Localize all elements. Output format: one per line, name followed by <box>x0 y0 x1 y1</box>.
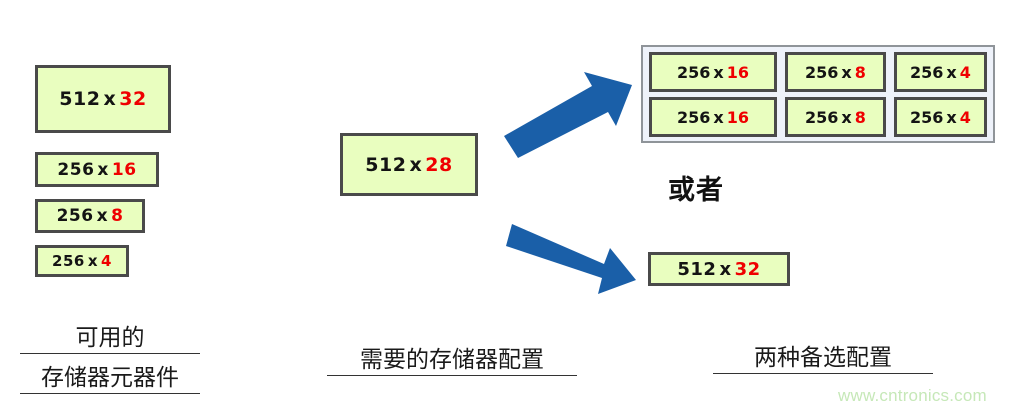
device-depth: 256 <box>804 107 839 127</box>
device-depth: 256 <box>56 206 94 226</box>
device-depth: 256 <box>52 252 85 270</box>
device-separator: x <box>96 206 109 226</box>
device-separator: x <box>87 252 99 270</box>
device-depth: 256 <box>676 107 711 127</box>
or-label: 或者 <box>668 175 724 206</box>
alternative-grid-cell: 256 x 16 <box>649 97 777 137</box>
arrow-to-single-option-icon <box>506 224 636 294</box>
device-depth: 512 <box>677 258 717 280</box>
available-device-block-0: 512 x 32 <box>35 65 171 133</box>
device-separator: x <box>409 153 423 176</box>
caption-line: 需要的存储器配置 <box>327 340 577 376</box>
device-separator: x <box>103 88 117 110</box>
device-depth: 256 <box>804 62 839 82</box>
device-separator: x <box>713 107 724 127</box>
alternative-grid-cell: 256 x 4 <box>893 97 987 137</box>
device-separator: x <box>713 62 724 82</box>
device-depth: 256 <box>909 62 944 82</box>
device-width: 8 <box>111 206 124 226</box>
site-watermark: www.cntronics.com <box>838 386 987 405</box>
device-depth: 512 <box>365 153 407 176</box>
device-width: 32 <box>734 258 761 280</box>
caption-alternative-configs: 两种备选配置 <box>713 338 933 374</box>
device-separator: x <box>946 62 957 82</box>
device-width: 16 <box>726 107 749 127</box>
device-separator: x <box>841 107 852 127</box>
caption-line: 存储器元器件 <box>20 358 200 394</box>
device-width: 28 <box>425 153 453 176</box>
alternative-grid-cell: 256 x 16 <box>649 52 777 92</box>
alternative-grid-cell: 256 x 4 <box>893 52 987 92</box>
device-width: 4 <box>101 252 112 270</box>
alternative-grid-cell: 256 x 8 <box>784 97 886 137</box>
caption-available-devices: 可用的 存储器元器件 <box>20 318 200 394</box>
available-device-block-3: 256 x 4 <box>35 245 129 277</box>
arrow-to-grid-option-icon <box>504 72 632 158</box>
alternative-grid-cell: 256 x 8 <box>784 52 886 92</box>
caption-line: 两种备选配置 <box>713 338 933 374</box>
caption-line: 可用的 <box>20 318 200 354</box>
device-separator: x <box>946 107 957 127</box>
device-separator: x <box>97 159 109 180</box>
device-width: 16 <box>726 62 749 82</box>
device-depth: 512 <box>59 88 101 110</box>
required-config-block: 512 x 28 <box>340 133 478 196</box>
available-device-block-1: 256 x 16 <box>35 152 159 187</box>
device-depth: 256 <box>57 159 95 180</box>
device-width: 32 <box>119 88 147 110</box>
available-device-block-2: 256 x 8 <box>35 199 145 233</box>
device-separator: x <box>719 258 732 280</box>
device-depth: 256 <box>676 62 711 82</box>
device-depth: 256 <box>909 107 944 127</box>
alternative-grid-panel: 256 x 16 256 x 8 256 x 4 256 x 16 256 <box>641 45 995 143</box>
device-width: 4 <box>959 107 971 127</box>
device-width: 4 <box>959 62 971 82</box>
device-separator: x <box>841 62 852 82</box>
alternative-grid-row: 256 x 16 256 x 8 256 x 4 <box>649 97 987 137</box>
device-width: 16 <box>111 159 137 180</box>
alternative-grid-row: 256 x 16 256 x 8 256 x 4 <box>649 52 987 92</box>
device-width: 8 <box>854 62 866 82</box>
caption-required-config: 需要的存储器配置 <box>327 340 577 376</box>
device-width: 8 <box>854 107 866 127</box>
alternative-single-block: 512 x 32 <box>648 252 790 286</box>
